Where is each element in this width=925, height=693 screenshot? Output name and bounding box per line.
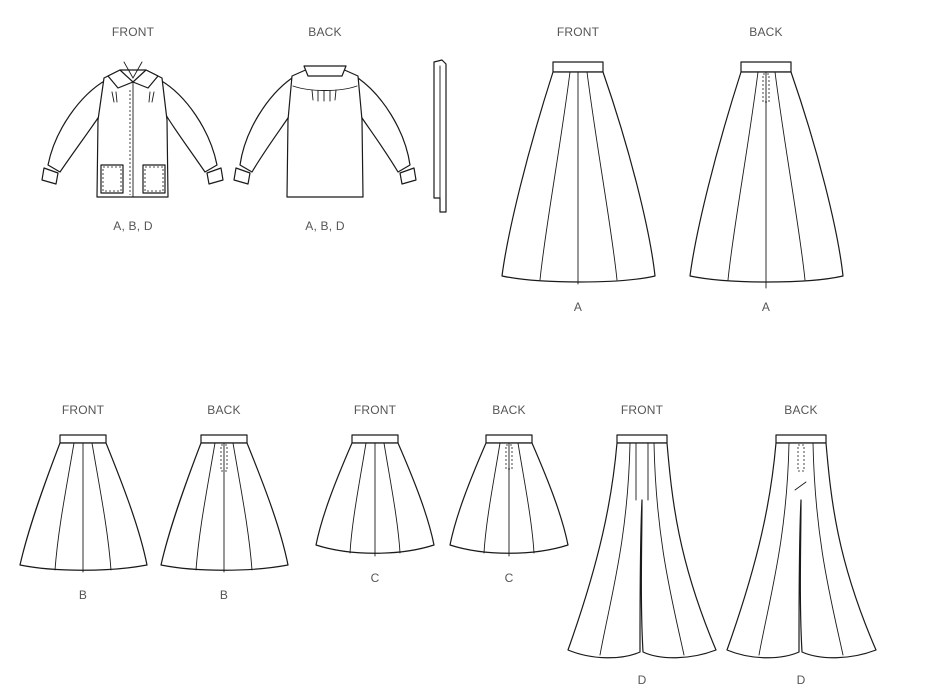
- skirt-b-front-caption: B: [79, 588, 87, 602]
- skirt-b-back-seams: [195, 442, 253, 573]
- skirt-c-front-heading: FRONT: [354, 403, 397, 417]
- pants-d-back-creases: [758, 442, 844, 656]
- pants-d-back-dart: [794, 481, 807, 491]
- skirt-b-front-waistband: [59, 434, 107, 444]
- jacket-front-pocket-left: [100, 164, 124, 194]
- pants-d-back-caption: D: [797, 673, 806, 687]
- pants-d-front-waistband: [616, 434, 668, 444]
- skirt-a-back-heading: BACK: [749, 25, 782, 39]
- pants-d-front-heading: FRONT: [621, 403, 664, 417]
- jacket-front-left-sleeve: [47, 79, 107, 173]
- skirt-b-front-view: FRONT B: [19, 403, 148, 602]
- skirt-a-back-body: [689, 71, 844, 283]
- skirt-b-front-seams: [54, 442, 112, 573]
- skirt-b-back-waistband: [200, 434, 248, 444]
- jacket-back-left-sleeve: [239, 77, 293, 173]
- skirt-a-front-waistband: [552, 61, 604, 73]
- jacket-back-heading: BACK: [308, 25, 341, 39]
- skirt-a-back-waistband: [740, 61, 792, 73]
- jacket-front-pocket-right: [142, 164, 166, 194]
- skirt-c-back-caption: C: [505, 571, 514, 585]
- pants-d-front-caption: D: [638, 673, 647, 687]
- tie-belt-view: [433, 59, 447, 213]
- skirt-b-back-heading: BACK: [207, 403, 240, 417]
- skirt-a-back-caption: A: [762, 300, 770, 314]
- skirt-c-back-zipper: [505, 444, 513, 470]
- jacket-back-view: BACK A, B, D: [233, 25, 417, 233]
- skirt-a-front-caption: A: [574, 300, 582, 314]
- jacket-front-pocket-left-stitch: [102, 166, 122, 192]
- pants-d-back-heading: BACK: [784, 403, 817, 417]
- skirt-c-front-waistband: [351, 434, 399, 444]
- skirt-a-front-body: [501, 71, 656, 283]
- jacket-front-neckline: [123, 61, 143, 79]
- skirt-c-back-waistband: [485, 434, 533, 444]
- jacket-front-heading: FRONT: [112, 25, 155, 39]
- jacket-back-right-sleeve: [357, 77, 411, 173]
- skirt-c-front-caption: C: [371, 571, 380, 585]
- skirt-c-front-view: FRONT C: [315, 403, 435, 585]
- skirt-c-front-seams: [349, 442, 401, 557]
- skirt-b-back-body: [160, 442, 289, 571]
- jacket-front-view: FRONT A, B, D: [41, 25, 224, 233]
- pants-d-front-view: FRONT D: [567, 403, 717, 687]
- jacket-front-collar-left: [107, 69, 134, 89]
- jacket-front-collar-right: [132, 69, 159, 89]
- skirt-a-back-zipper: [762, 73, 770, 103]
- pants-d-back-waistband: [775, 434, 827, 444]
- skirt-a-back-view: BACK A: [689, 25, 844, 314]
- skirt-c-back-view: BACK C: [449, 403, 569, 585]
- skirt-a-back-seams: [727, 71, 806, 289]
- jacket-front-yoke-gathers: [111, 91, 155, 103]
- pants-d-back-legs: [726, 442, 877, 659]
- jacket-back-right-cuff: [399, 167, 417, 185]
- skirt-a-front-seams: [539, 71, 618, 285]
- jacket-front-left-cuff: [41, 167, 59, 185]
- jacket-front-right-cuff: [206, 167, 224, 185]
- skirt-b-front-body: [19, 442, 148, 571]
- skirt-c-back-seams: [483, 442, 535, 557]
- pants-d-front-legs: [567, 442, 717, 659]
- jacket-front-caption: A, B, D: [113, 219, 153, 233]
- pants-d-back-view: BACK D: [726, 403, 877, 687]
- skirt-b-front-heading: FRONT: [62, 403, 105, 417]
- jacket-front-right-sleeve: [159, 79, 218, 173]
- skirt-a-front-view: FRONT A: [501, 25, 656, 314]
- jacket-back-yoke: [292, 85, 358, 91]
- jacket-back-caption: A, B, D: [305, 219, 345, 233]
- jacket-front-pocket-right-stitch: [144, 166, 164, 192]
- skirt-c-back-heading: BACK: [492, 403, 525, 417]
- jacket-back-gathers: [311, 89, 337, 102]
- jacket-back-left-cuff: [233, 167, 251, 185]
- jacket-back-collar: [303, 65, 347, 77]
- pants-d-front-creases: [599, 442, 685, 656]
- skirt-b-back-view: BACK B: [160, 403, 289, 602]
- skirt-a-front-heading: FRONT: [557, 25, 600, 39]
- skirt-b-back-caption: B: [220, 588, 228, 602]
